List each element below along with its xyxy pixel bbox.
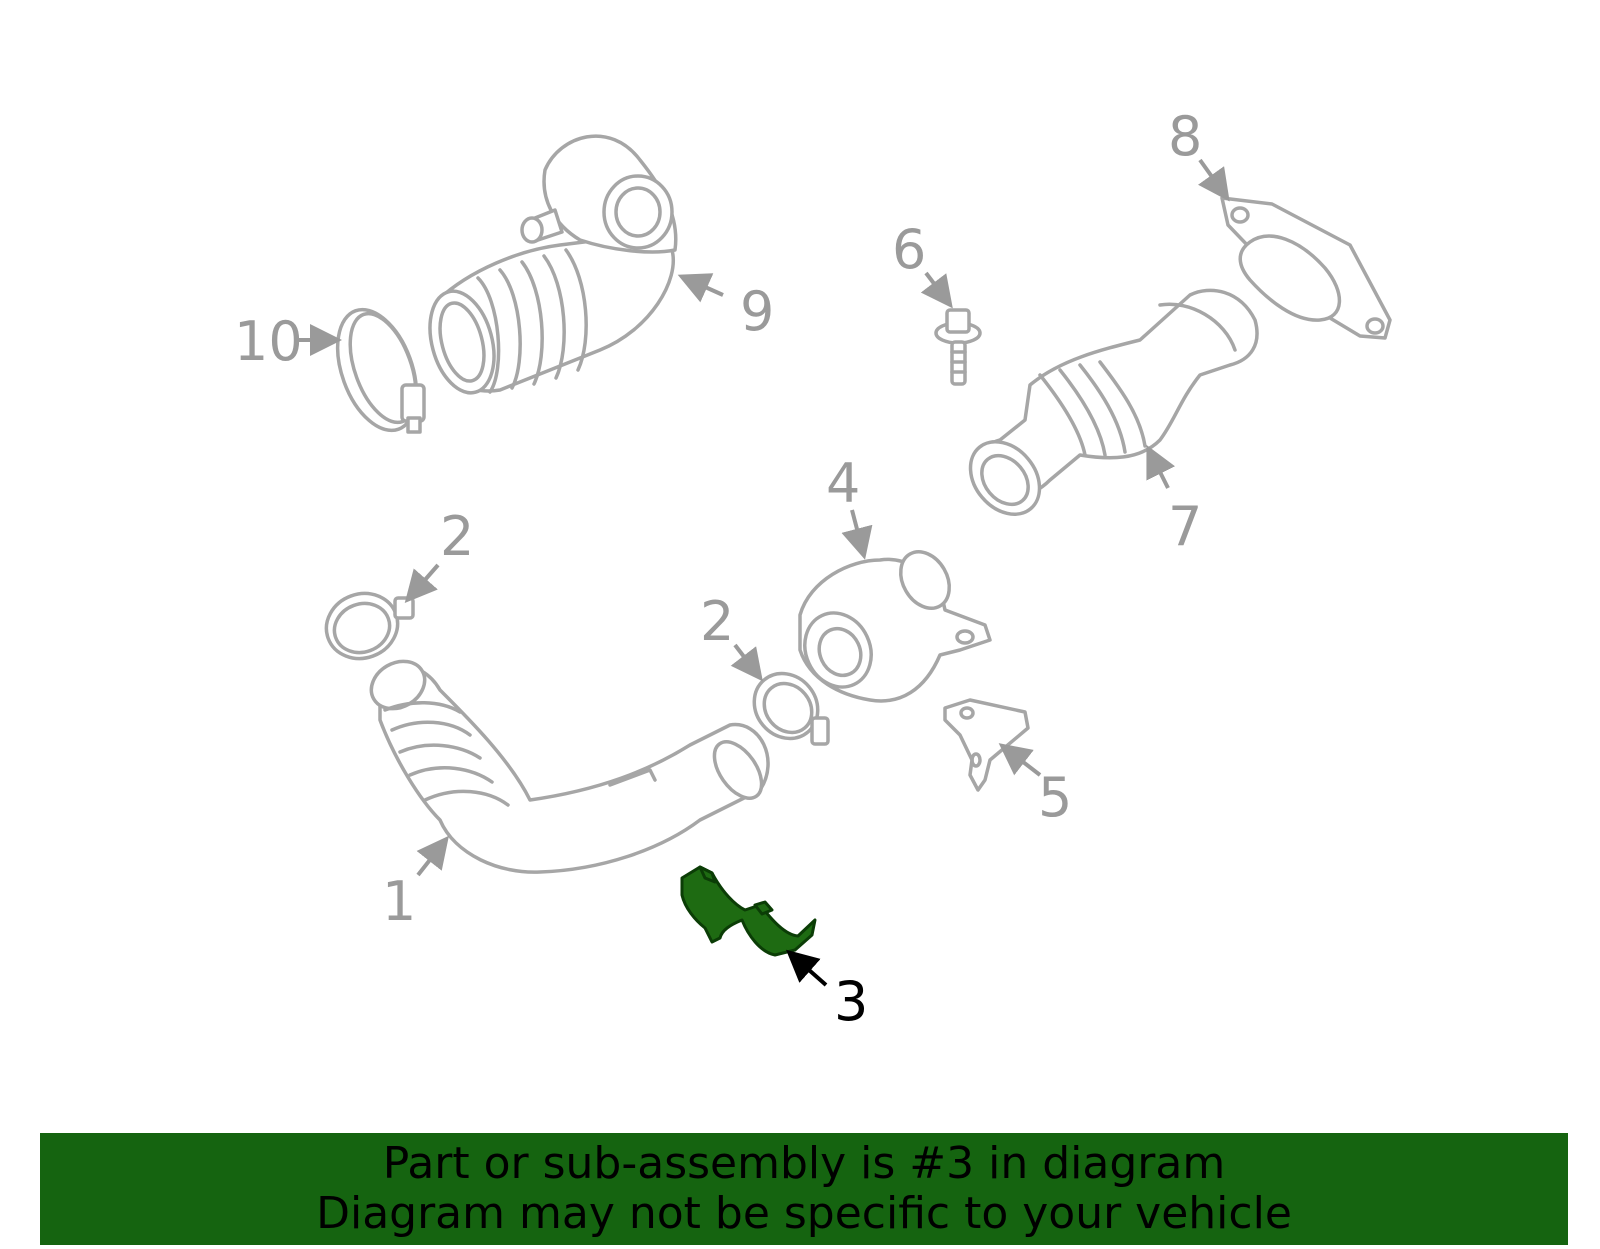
callout-6: 6: [892, 218, 926, 281]
callout-8: 8: [1168, 105, 1202, 168]
part-8-gasket: [1220, 196, 1392, 340]
part-7-intake-duct: [968, 288, 1259, 516]
banner-line-2: Diagram may not be specific to your vehi…: [316, 1188, 1292, 1239]
callout-7: 7: [1168, 495, 1202, 558]
part-9-intake-boot: [428, 134, 678, 395]
part-3-bracket-highlighted[interactable]: [680, 865, 817, 957]
part-1-intake-tube: [369, 659, 770, 874]
part-10-hose-clamp: [335, 307, 426, 434]
part-4-housing: [798, 550, 992, 703]
info-banner: Part or sub-assembly is #3 in diagram Di…: [40, 1133, 1568, 1245]
callout-1: 1: [382, 870, 416, 933]
callout-10: 10: [234, 310, 303, 373]
part-2-clamp-middle: [752, 671, 830, 746]
part-2-clamp-left: [324, 591, 415, 661]
callout-2a: 2: [440, 505, 474, 568]
callout-3: 3: [834, 970, 868, 1033]
callout-5: 5: [1038, 766, 1072, 829]
part-6-bolt: [934, 308, 982, 386]
callout-4: 4: [826, 452, 860, 515]
callout-2b: 2: [700, 590, 734, 653]
banner-line-1: Part or sub-assembly is #3 in diagram: [382, 1138, 1226, 1189]
callout-9: 9: [740, 280, 774, 343]
part-5-bracket: [943, 698, 1030, 792]
